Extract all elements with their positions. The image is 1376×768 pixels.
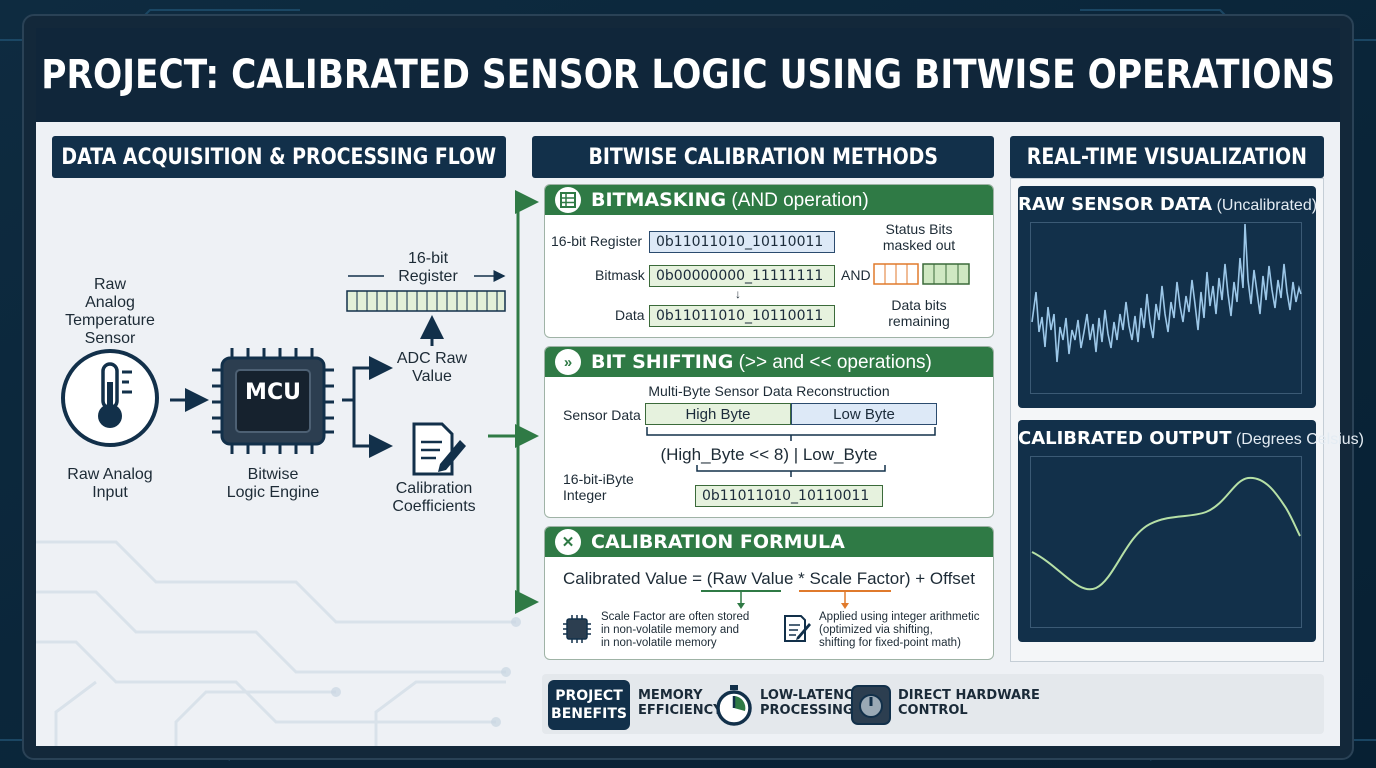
benefits-bar: PROJECT BENEFITS MEMORY EFFICIENCY LOW-L… <box>542 674 1324 734</box>
reconstruction-label: Multi-Byte Sensor Data Reconstruction <box>648 383 890 399</box>
data-row-label: Data <box>615 307 645 323</box>
raw-chart-title: RAW SENSOR DATA <box>1018 194 1213 215</box>
flow-header: DATA ACQUISITION & PROCESSING FLOW <box>52 136 506 178</box>
formula-card: ✕ CALIBRATION FORMULA Calibrated Value =… <box>544 526 994 660</box>
cal-chart-plot <box>1030 456 1302 628</box>
sensor-label: Raw Analog Temperature Sensor <box>65 276 155 347</box>
register-bits-graphic <box>346 290 506 312</box>
bitmask-value: 0b00000000_11111111 <box>649 265 835 287</box>
coefficients-label: Calibration Coefficients <box>392 480 476 515</box>
control-knob-icon <box>851 685 891 725</box>
shifting-title: BIT SHIFTING <box>591 350 734 373</box>
viz-header-text: REAL-TIME VISUALIZATION <box>1026 144 1308 170</box>
data-value: 0b11011010_10110011 <box>649 305 835 327</box>
raw-data-chart: RAW SENSOR DATA (Uncalibrated) <box>1018 186 1318 408</box>
shifting-subtitle: (>> and << operations) <box>738 351 932 373</box>
integer-value: 0b11011010_10110011 <box>695 485 883 507</box>
bit-shifting-card: » BIT SHIFTING (>> and << operations) Mu… <box>544 346 994 518</box>
title-bar: PROJECT: CALIBRATED SENSOR LOGIC USING B… <box>36 28 1340 122</box>
status-bits-label: Status Bits masked out <box>882 221 956 253</box>
calibrated-chart: CALIBRATED OUTPUT (Degrees Celsius) <box>1018 420 1364 642</box>
bit-shifting-header: » BIT SHIFTING (>> and << operations) <box>545 347 993 377</box>
content-panel: DATA ACQUISITION & PROCESSING FLOW BITWI… <box>36 122 1364 746</box>
methods-header: BITWISE CALIBRATION METHODS <box>532 136 994 178</box>
panel-circuit-traces <box>36 540 521 746</box>
integer-label: 16-bit-iByte Integer <box>563 471 634 503</box>
chip-icon <box>563 615 591 643</box>
raw-chart-subtitle: (Uncalibrated) <box>1216 197 1318 214</box>
direct-hardware-control: DIRECT HARDWARE CONTROL <box>898 688 1040 718</box>
cal-chart-subtitle: (Degrees Celsius) <box>1235 431 1364 448</box>
and-label: AND <box>841 267 871 283</box>
scale-factor-note: Scale Factor are often stored in non-vol… <box>601 611 750 649</box>
mcu-label: Bitwise Logic Engine <box>226 466 320 501</box>
formula-equation: Calibrated Value = (Raw Value * Scale Fa… <box>563 569 975 588</box>
benefits-badge: PROJECT BENEFITS <box>548 680 630 730</box>
thermometer-icon <box>61 349 159 447</box>
down-arrow-icon: ↓ <box>735 287 741 301</box>
memory-efficiency: MEMORY EFFICIENCY <box>638 688 723 718</box>
shift-expression: (High_Byte << 8) | Low_Byte <box>660 445 878 464</box>
formula-title: CALIBRATION FORMULA <box>591 530 845 553</box>
register-value: 0b11011010_10110011 <box>649 231 835 253</box>
formula-header: ✕ CALIBRATION FORMULA <box>545 527 993 557</box>
low-byte-box: Low Byte <box>791 403 937 425</box>
mcu-chip-icon <box>212 348 334 454</box>
bitmasking-header: BITMASKING (AND operation) <box>545 185 993 215</box>
notepad-edit-icon <box>784 615 811 642</box>
bitmasking-card: BITMASKING (AND operation) 16-bit Regist… <box>544 184 994 338</box>
raw-input-label: Raw Analog Input <box>67 466 153 501</box>
data-bits-label: Data bits remaining <box>888 297 950 329</box>
high-byte-box: High Byte <box>645 403 791 425</box>
tools-icon: ✕ <box>555 529 581 555</box>
register-label: 16-bit Register <box>398 250 458 285</box>
page-title: PROJECT: CALIBRATED SENSOR LOGIC USING B… <box>41 52 1335 98</box>
methods-header-text: BITWISE CALIBRATION METHODS <box>588 144 938 170</box>
flow-header-text: DATA ACQUISITION & PROCESSING FLOW <box>61 144 497 170</box>
flow-arrows <box>170 190 539 614</box>
viz-header: REAL-TIME VISUALIZATION <box>1010 136 1324 178</box>
document-edit-icon <box>412 422 466 476</box>
register-row-label: 16-bit Register <box>551 233 643 249</box>
integer-arith-note: Applied using integer arithmetic (optimi… <box>819 611 980 649</box>
benefits-badge-label: PROJECT BENEFITS <box>551 688 627 722</box>
calibrated-signal-line <box>1031 476 1301 591</box>
masked-bits-graphic <box>873 263 970 285</box>
formula-underlines <box>701 590 891 609</box>
grid-icon <box>555 187 581 213</box>
expression-bracket <box>696 465 886 477</box>
mcu-text: MCU <box>245 380 301 405</box>
sensor-data-label: Sensor Data <box>563 407 641 423</box>
shift-icon: » <box>555 349 581 375</box>
bitmask-row-label: Bitmask <box>595 267 645 283</box>
cal-chart-title: CALIBRATED OUTPUT <box>1018 428 1232 449</box>
raw-chart-plot <box>1030 222 1302 394</box>
bitmasking-subtitle: (AND operation) <box>731 189 869 211</box>
stopwatch-icon <box>716 685 752 726</box>
low-latency-processing: LOW-LATENCY PROCESSING <box>760 688 863 718</box>
raw-signal-line <box>1031 223 1302 363</box>
adc-raw-label: ADC Raw Value <box>396 350 468 385</box>
bitmasking-title: BITMASKING <box>591 188 727 211</box>
merge-bracket <box>646 427 936 441</box>
